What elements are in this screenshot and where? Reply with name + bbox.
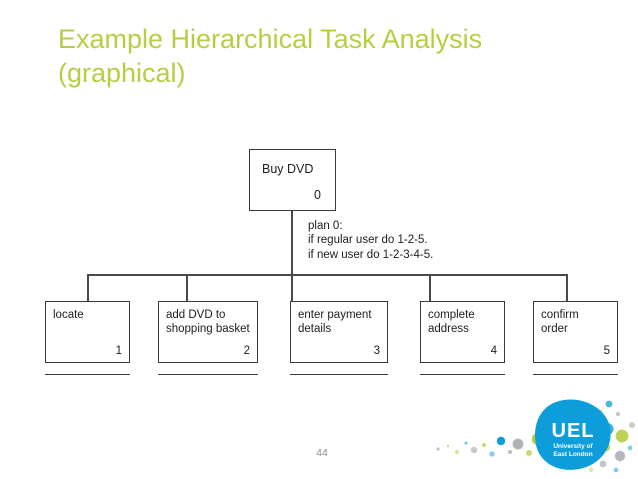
- connector-drop-2: [186, 274, 188, 302]
- hta-node-number: 0: [314, 188, 321, 202]
- hta-plan-annotation: plan 0: if regular user do 1-2-5. if new…: [308, 220, 434, 261]
- hta-node-1[interactable]: locate 1: [45, 301, 130, 363]
- hta-node-root[interactable]: Buy DVD 0: [249, 149, 336, 211]
- hta-node-label: locate: [53, 309, 84, 321]
- hta-node-label: Buy DVD: [262, 162, 314, 176]
- hta-node-label: confirm order: [541, 309, 579, 335]
- page-title: Example Hierarchical Task Analysis (grap…: [58, 24, 483, 88]
- hta-node-number: 1: [115, 345, 122, 357]
- hta-node-3[interactable]: enter payment details 3: [290, 301, 388, 363]
- hta-node-4[interactable]: complete address 4: [420, 301, 505, 363]
- uel-blob: [534, 399, 611, 470]
- hta-node-label: complete address: [428, 309, 475, 335]
- hta-leaf-underline-4: [420, 374, 505, 375]
- page-number: 44: [316, 447, 328, 459]
- hta-leaf-underline-3: [290, 374, 388, 375]
- connector-trunk: [291, 211, 293, 275]
- svg-text:University of: University of: [553, 443, 593, 450]
- connector-drop-3: [291, 274, 293, 302]
- hta-leaf-underline-5: [533, 374, 618, 375]
- hta-node-2[interactable]: add DVD to shopping basket 2: [158, 301, 258, 363]
- uel-logo: UEL University of East London: [430, 392, 638, 479]
- svg-text:UEL: UEL: [552, 420, 595, 442]
- hta-node-number: 2: [243, 345, 250, 357]
- connector-drop-4: [429, 274, 431, 302]
- hta-node-label: enter payment details: [298, 309, 372, 335]
- hta-node-number: 5: [603, 345, 610, 357]
- hta-node-number: 3: [373, 345, 380, 357]
- connector-drop-1: [87, 274, 89, 302]
- hta-node-label: add DVD to shopping basket: [166, 309, 250, 335]
- hta-node-number: 4: [490, 345, 497, 357]
- svg-text:East London: East London: [553, 451, 592, 458]
- connector-horizontal-bar: [87, 274, 567, 276]
- hta-leaf-underline-2: [158, 374, 258, 375]
- hta-leaf-underline-1: [45, 374, 130, 375]
- connector-drop-5: [566, 274, 568, 302]
- hta-node-5[interactable]: confirm order 5: [533, 301, 618, 363]
